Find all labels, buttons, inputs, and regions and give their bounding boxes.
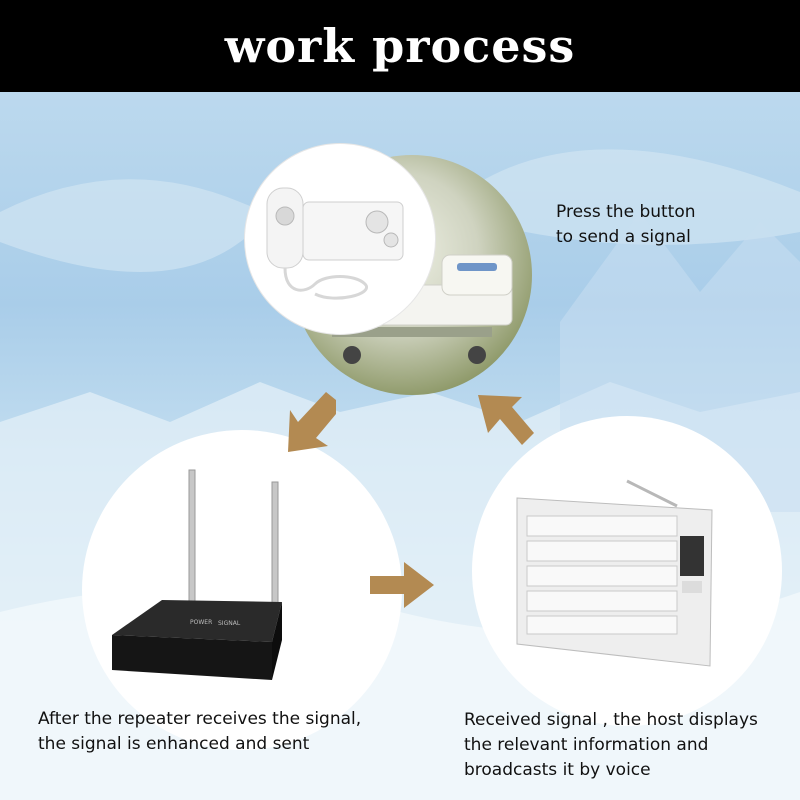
step3-line3: broadcasts it by voice (464, 760, 651, 780)
repeater-label-signal: SIGNAL (218, 620, 241, 627)
call-button-photo (245, 144, 435, 334)
arrow-up-left-icon (478, 395, 534, 445)
repeater-photo: POWER SIGNAL (82, 430, 402, 750)
step1-caption: Press the button to send a signal (556, 200, 696, 250)
step2-line2: the signal is enhanced and sent (38, 734, 310, 754)
host-display-photo (472, 416, 782, 726)
header-bar: work process (0, 0, 800, 92)
step1-line2: to send a signal (556, 227, 691, 247)
step2-caption: After the repeater receives the signal, … (38, 707, 361, 757)
page-title: work process (224, 19, 576, 73)
host-display-icon (516, 479, 713, 667)
arrow-down-left-icon (288, 392, 336, 452)
arrow-right-icon (370, 562, 434, 608)
step2-line1: After the repeater receives the signal, (38, 709, 362, 729)
step1-line1: Press the button (556, 202, 696, 222)
step3-caption: Received signal , the host displays the … (464, 708, 758, 783)
step3-line2: the relevant information and (464, 735, 709, 755)
call-button-icon (266, 187, 404, 300)
repeater-icon: POWER SIGNAL (112, 469, 282, 680)
repeater-label-power: POWER (190, 619, 212, 626)
diagram-area: Press the button to send a signal POWER … (0, 92, 800, 800)
step3-line1: Received signal , the host displays (464, 710, 758, 730)
